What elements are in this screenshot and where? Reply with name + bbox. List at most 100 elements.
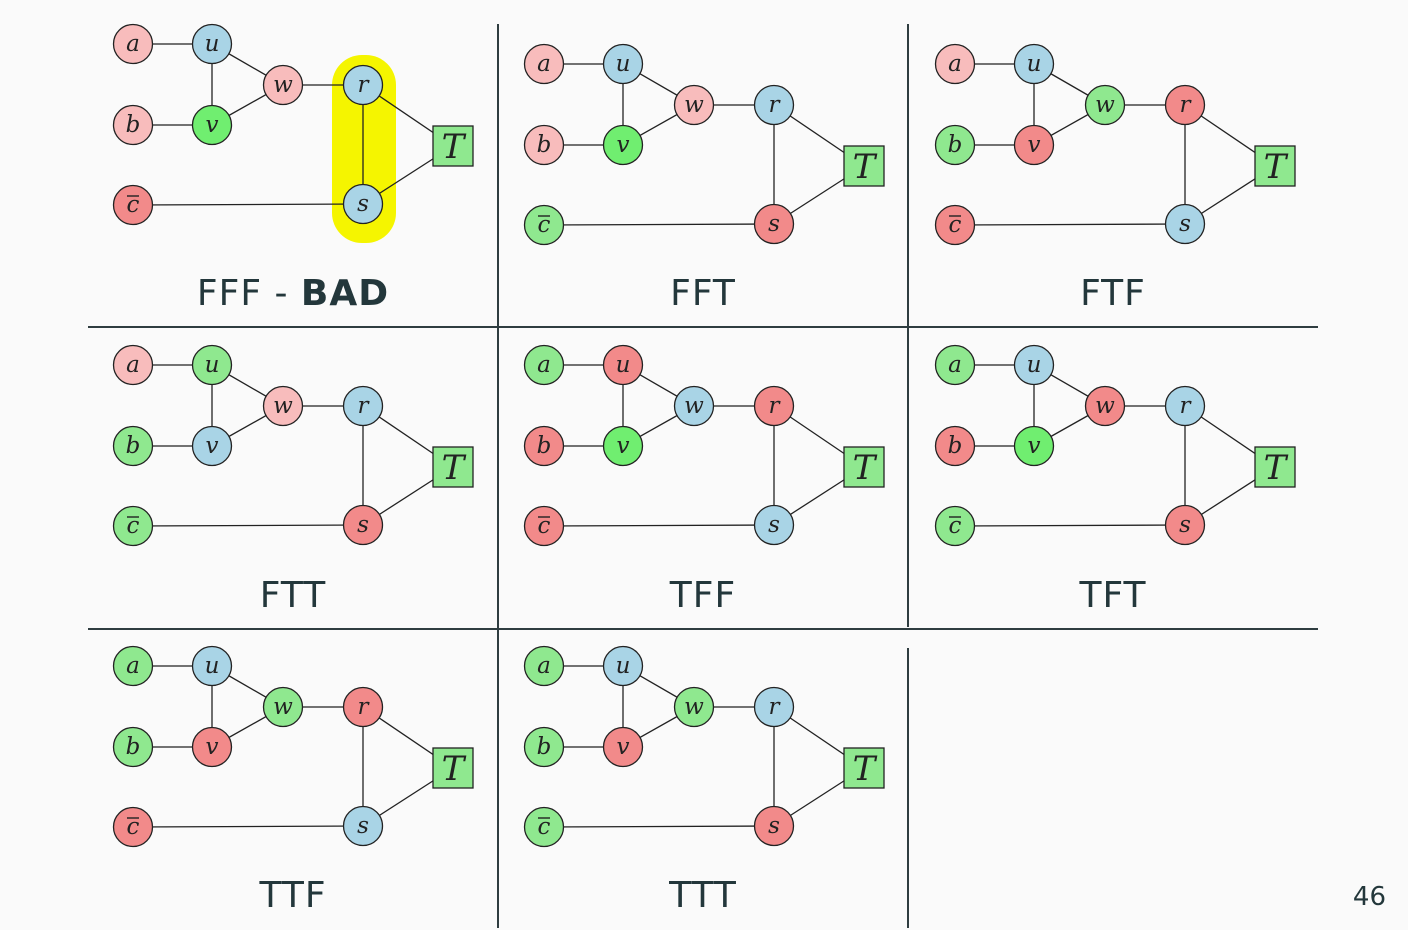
node-a	[523, 344, 565, 386]
node-w	[673, 84, 715, 126]
node-c	[112, 806, 154, 848]
node-a	[112, 23, 154, 65]
node-v	[602, 124, 644, 166]
node-u-label: u	[616, 352, 631, 378]
node-c	[523, 806, 565, 848]
node-v	[191, 726, 233, 768]
node-T-label: T	[853, 448, 878, 488]
node-v	[1013, 425, 1055, 467]
node-c	[523, 505, 565, 547]
node-a-label: a	[126, 352, 140, 378]
node-b-label: b	[948, 132, 963, 158]
edge-c-s	[543, 223, 775, 226]
node-s	[1164, 504, 1206, 546]
node-u-label: u	[1027, 51, 1042, 77]
node-T	[1254, 446, 1296, 488]
node-c	[934, 204, 976, 246]
node-T	[1254, 145, 1296, 187]
node-w-label: w	[273, 72, 293, 98]
panel-caption: TTF	[88, 876, 498, 916]
node-w-label: w	[273, 694, 293, 720]
node-r	[1164, 84, 1206, 126]
node-u-label: u	[616, 653, 631, 679]
node-w-label: w	[684, 694, 704, 720]
node-c-label: c	[538, 212, 551, 238]
node-a	[523, 43, 565, 85]
node-a-label: a	[126, 31, 140, 57]
node-u-label: u	[205, 653, 220, 679]
node-v	[602, 425, 644, 467]
edge-c-s	[543, 825, 775, 828]
node-v	[1013, 124, 1055, 166]
node-T-label: T	[853, 147, 878, 187]
node-T-label: T	[442, 448, 467, 488]
caption-text: TFT	[1079, 575, 1147, 616]
edge-c-s	[132, 203, 364, 206]
node-r	[753, 686, 795, 728]
edge-c-s	[954, 223, 1186, 226]
node-v-label: v	[1028, 132, 1041, 158]
node-b	[112, 726, 154, 768]
node-T-label: T	[442, 127, 467, 167]
node-T-label: T	[853, 749, 878, 789]
node-s-label: s	[357, 512, 369, 538]
node-c-label: c	[949, 513, 962, 539]
caption-text: TFF	[669, 575, 737, 616]
caption-text: FTF	[1080, 273, 1146, 314]
node-b	[934, 425, 976, 467]
node-s-label: s	[1179, 512, 1191, 538]
node-u	[1013, 43, 1055, 85]
node-a	[112, 645, 154, 687]
node-v-label: v	[206, 734, 219, 760]
node-b-label: b	[537, 433, 552, 459]
node-s	[342, 183, 384, 225]
node-u	[191, 645, 233, 687]
node-s-label: s	[1179, 211, 1191, 237]
node-r-label: r	[358, 694, 371, 720]
node-s-label: s	[768, 211, 780, 237]
node-r	[342, 64, 384, 106]
node-v	[602, 726, 644, 768]
panel-caption: FTF	[908, 274, 1318, 314]
node-b-label: b	[126, 734, 141, 760]
node-c	[112, 505, 154, 547]
node-r-label: r	[358, 393, 371, 419]
node-w-label: w	[273, 393, 293, 419]
node-v	[191, 425, 233, 467]
node-b-label: b	[948, 433, 963, 459]
node-a	[112, 344, 154, 386]
node-s	[1164, 203, 1206, 245]
node-a	[934, 43, 976, 85]
node-u-label: u	[616, 51, 631, 77]
node-u	[602, 43, 644, 85]
node-v-label: v	[617, 132, 630, 158]
node-a-label: a	[948, 51, 962, 77]
node-u-label: u	[205, 352, 220, 378]
panel-caption: TFF	[498, 576, 908, 616]
panel-caption: FTT	[88, 576, 498, 616]
node-v-label: v	[617, 433, 630, 459]
node-b-label: b	[126, 433, 141, 459]
node-b	[523, 425, 565, 467]
node-w-label: w	[684, 393, 704, 419]
node-T	[843, 145, 885, 187]
node-b-label: b	[126, 112, 141, 138]
node-b-label: b	[537, 734, 552, 760]
node-s-label: s	[357, 191, 369, 217]
node-u	[191, 23, 233, 65]
caption-bad-label: BAD	[300, 273, 390, 314]
node-a-label: a	[948, 352, 962, 378]
panel-caption: FFT	[498, 274, 908, 314]
node-v-label: v	[1028, 433, 1041, 459]
node-c-label: c	[127, 513, 140, 539]
node-s	[342, 805, 384, 847]
node-v-label: v	[206, 433, 219, 459]
edge-c-s	[132, 524, 364, 527]
edge-c-s	[954, 524, 1186, 527]
page-number: 46	[1352, 882, 1386, 912]
node-a-label: a	[537, 653, 551, 679]
